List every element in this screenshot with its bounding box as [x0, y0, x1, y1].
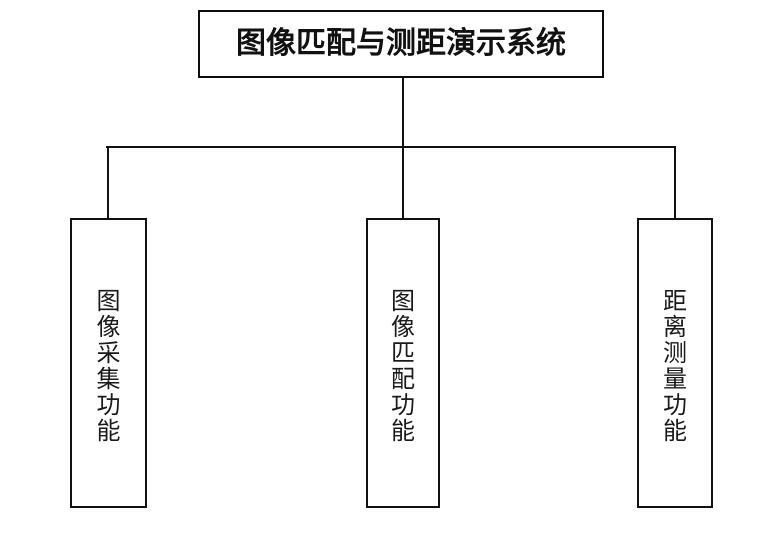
connector-trunk-vertical	[402, 78, 404, 148]
connector-drop-child-1	[107, 146, 109, 218]
leaf-3-char-6: 能	[663, 417, 687, 445]
connector-drop-child-2	[402, 146, 404, 218]
leaf-3-char-1: 距	[663, 287, 687, 315]
leaf-2-char-5: 功	[391, 391, 415, 419]
leaf-node-box-3: 距 离 测 量 功 能	[637, 218, 713, 508]
leaf-2-char-4: 配	[391, 365, 415, 393]
leaf-2-char-6: 能	[391, 417, 415, 445]
leaf-2-char-2: 像	[391, 313, 415, 341]
connector-drop-child-3	[674, 146, 676, 218]
leaf-1-char-5: 功	[96, 391, 121, 419]
leaf-2-char-3: 匹	[391, 339, 415, 367]
leaf-node-label-3: 距 离 测 量 功 能	[639, 288, 711, 444]
leaf-node-box-2: 图 像 匹 配 功 能	[366, 218, 440, 508]
leaf-3-char-2: 离	[663, 313, 687, 341]
leaf-node-label-2: 图 像 匹 配 功 能	[368, 288, 438, 444]
leaf-node-box-1: 图 像 采 集 功 能	[70, 218, 147, 508]
leaf-node-label-1: 图 像 采 集 功 能	[72, 288, 145, 444]
leaf-1-char-4: 集	[96, 365, 121, 393]
root-node-box: 图像匹配与测距演示系统	[198, 10, 604, 78]
leaf-1-char-6: 能	[96, 417, 121, 445]
leaf-1-char-3: 采	[96, 339, 121, 367]
connector-horizontal-bus	[106, 146, 675, 148]
leaf-1-char-2: 像	[96, 313, 121, 341]
leaf-2-char-1: 图	[391, 287, 415, 315]
leaf-3-char-3: 测	[663, 339, 687, 367]
leaf-1-char-1: 图	[96, 287, 121, 315]
root-node-label: 图像匹配与测距演示系统	[236, 26, 566, 61]
leaf-3-char-4: 量	[663, 365, 687, 393]
leaf-3-char-5: 功	[663, 391, 687, 419]
